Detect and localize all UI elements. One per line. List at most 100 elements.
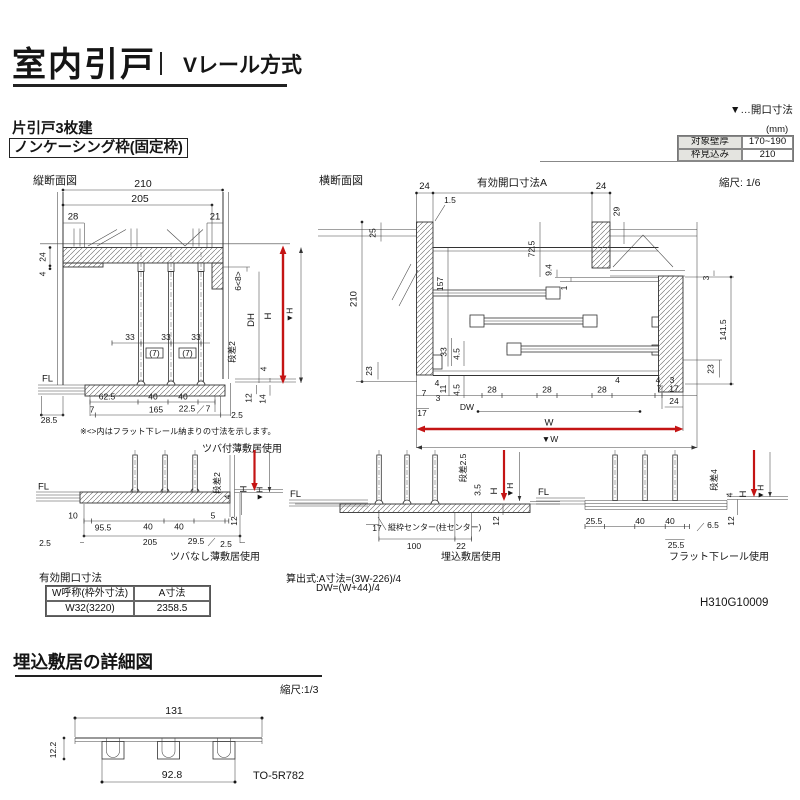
dim-2-5: 2.5: [231, 410, 243, 420]
dim-28a: 28: [487, 385, 497, 395]
dim-dw: DW: [460, 402, 474, 412]
dim-1-5: 1.5: [444, 195, 456, 205]
dim-24l: 24: [419, 181, 430, 192]
formula-dw: DW=(W+44)/4: [316, 583, 380, 594]
dim-4a-h: 4: [435, 378, 440, 388]
dim-dansa: 段差2: [227, 341, 237, 363]
dim-3b: 3: [436, 393, 441, 403]
dim-24r: 24: [596, 181, 607, 192]
dim-14: 14: [258, 394, 268, 404]
dim-28: 28: [68, 212, 79, 223]
dim-4: 4: [725, 492, 735, 497]
section-rule: [540, 161, 792, 162]
dim-10: 10: [68, 511, 78, 521]
dim-4: 4: [223, 494, 233, 499]
dim-7b-h: 7: [657, 384, 662, 394]
dim-9-4: 9.4: [544, 264, 554, 276]
dim-24v: 24: [38, 252, 48, 262]
dim-62-5: 62.5: [99, 392, 116, 402]
dim-1: 1: [559, 285, 569, 290]
horizontal-section-drawing: 24 24 1.5 25 210 157 72.5 9.4 1 29 3: [318, 181, 734, 450]
dim-h: H: [738, 490, 749, 497]
dim-28-5: 28.5: [41, 415, 58, 425]
dim-205: 205: [143, 537, 157, 547]
dim-4b: 4: [615, 375, 620, 385]
caption-umekomi: 埋込敷居使用: [441, 552, 501, 563]
dim-w: W: [545, 418, 554, 429]
page-subtitle: Vレール方式: [183, 54, 303, 77]
opening-table-col2: A寸法: [134, 586, 210, 601]
sill-groove: [101, 738, 125, 760]
dim-3c: 3: [670, 375, 675, 385]
dim-12: 12: [491, 516, 501, 526]
opening-table: W呼称(枠外寸法) A寸法 W32(3220) 2358.5: [45, 585, 211, 617]
dim-157: 157: [435, 277, 445, 291]
fl-label: FL: [38, 482, 49, 493]
dim-131: 131: [165, 705, 183, 717]
dim-23r: 23: [706, 364, 716, 374]
dim-25: 25: [368, 228, 378, 238]
dim-5: 5: [211, 511, 216, 521]
dim-33c: 33: [191, 332, 201, 342]
dim-22: 22: [456, 541, 466, 551]
detail-left-drawing: FL 段差2 4 H ▼H 12 10 95.5 40 40: [36, 450, 283, 549]
spec-row-value: 170~190: [742, 136, 793, 149]
caption-flat-rail: フラット下レール使用: [669, 552, 769, 563]
dim-12: 12: [244, 393, 254, 403]
dim-95-5: 95.5: [95, 523, 112, 533]
dim-21: 21: [210, 212, 221, 223]
sill-detail-title: 埋込敷居の詳細図: [13, 652, 153, 672]
dim-24b: 24: [669, 396, 679, 406]
dim-4-5b: 4.5: [452, 384, 462, 396]
dim-33h: 33: [439, 347, 449, 357]
dim-17a: 17: [417, 408, 427, 418]
dim-23l: 23: [364, 366, 374, 376]
dim-h: H: [263, 312, 274, 319]
doc-code: H310G10009: [700, 597, 769, 609]
dim-dh: DH: [246, 313, 257, 327]
opening-table-title: 有効開口寸法: [39, 572, 102, 584]
dim-6-8: 6<8>: [233, 271, 243, 290]
dim-dansa: 段差4: [709, 469, 719, 491]
dim-7a: 7: [90, 405, 95, 415]
dim-72-5: 72.5: [527, 240, 537, 257]
title-underline: [13, 84, 287, 87]
dim-210h: 210: [349, 291, 360, 307]
opening-dim-label: 有効開口寸法A: [477, 177, 548, 189]
dim-28b: 28: [542, 385, 552, 395]
dim-40b: 40: [665, 516, 675, 526]
spec-row-label: 枠見込み: [678, 148, 742, 161]
dim-4-top: 4: [38, 271, 48, 276]
horizontal-section-title: 横断面図: [319, 175, 363, 187]
dim-29: 29: [612, 207, 622, 217]
sill-title-underline: [15, 675, 322, 677]
dim-12: 12: [229, 516, 239, 526]
dim-3a: 3: [701, 275, 711, 280]
sill-detail-drawing: 131 12.2 92.8: [48, 705, 264, 784]
dim-wmark: ▼W: [542, 434, 558, 444]
dim-2-5r: 2.5: [220, 539, 232, 549]
caption-tsuba-tsuki: ツバ付薄敷居使用: [202, 444, 282, 455]
dim-hmark: ▼H: [505, 483, 515, 498]
dim-40b: 40: [174, 522, 184, 532]
opening-table-a: 2358.5: [134, 601, 210, 616]
dim-17b: 17: [669, 384, 679, 394]
dim-205: 205: [131, 193, 149, 205]
dim-12-2: 12.2: [48, 741, 58, 758]
scale-label: 縮尺: 1/6: [719, 177, 761, 189]
dim-141-5: 141.5: [718, 319, 728, 341]
dim-7a-h: 7: [422, 388, 427, 398]
dim-40b: 40: [178, 392, 188, 402]
dim-4-5a: 4.5: [452, 348, 462, 360]
dim-22-5: 22.5: [179, 404, 196, 414]
vertical-section-drawing: FL 210 205 28 21 24 4 6<8> DH: [38, 178, 303, 425]
frame-type-label: ノンケーシング枠(固定枠): [9, 138, 188, 158]
dim-40a: 40: [143, 522, 153, 532]
caption-tsuba-nashi: ツバなし薄敷居使用: [170, 552, 260, 563]
detail-middle-drawing: FL 段差2.5 3.5 H ▼H 12 17 縦枠センター(柱センター) 10: [289, 450, 560, 551]
dim-dansa: 段差2.5: [458, 453, 468, 482]
detail-right-drawing: FL 段差4 4 H ▼H 12 25.5 40 40 6.5: [536, 450, 788, 550]
dim-92-8: 92.8: [162, 769, 183, 781]
dim-29-5: 29.5: [188, 536, 205, 546]
